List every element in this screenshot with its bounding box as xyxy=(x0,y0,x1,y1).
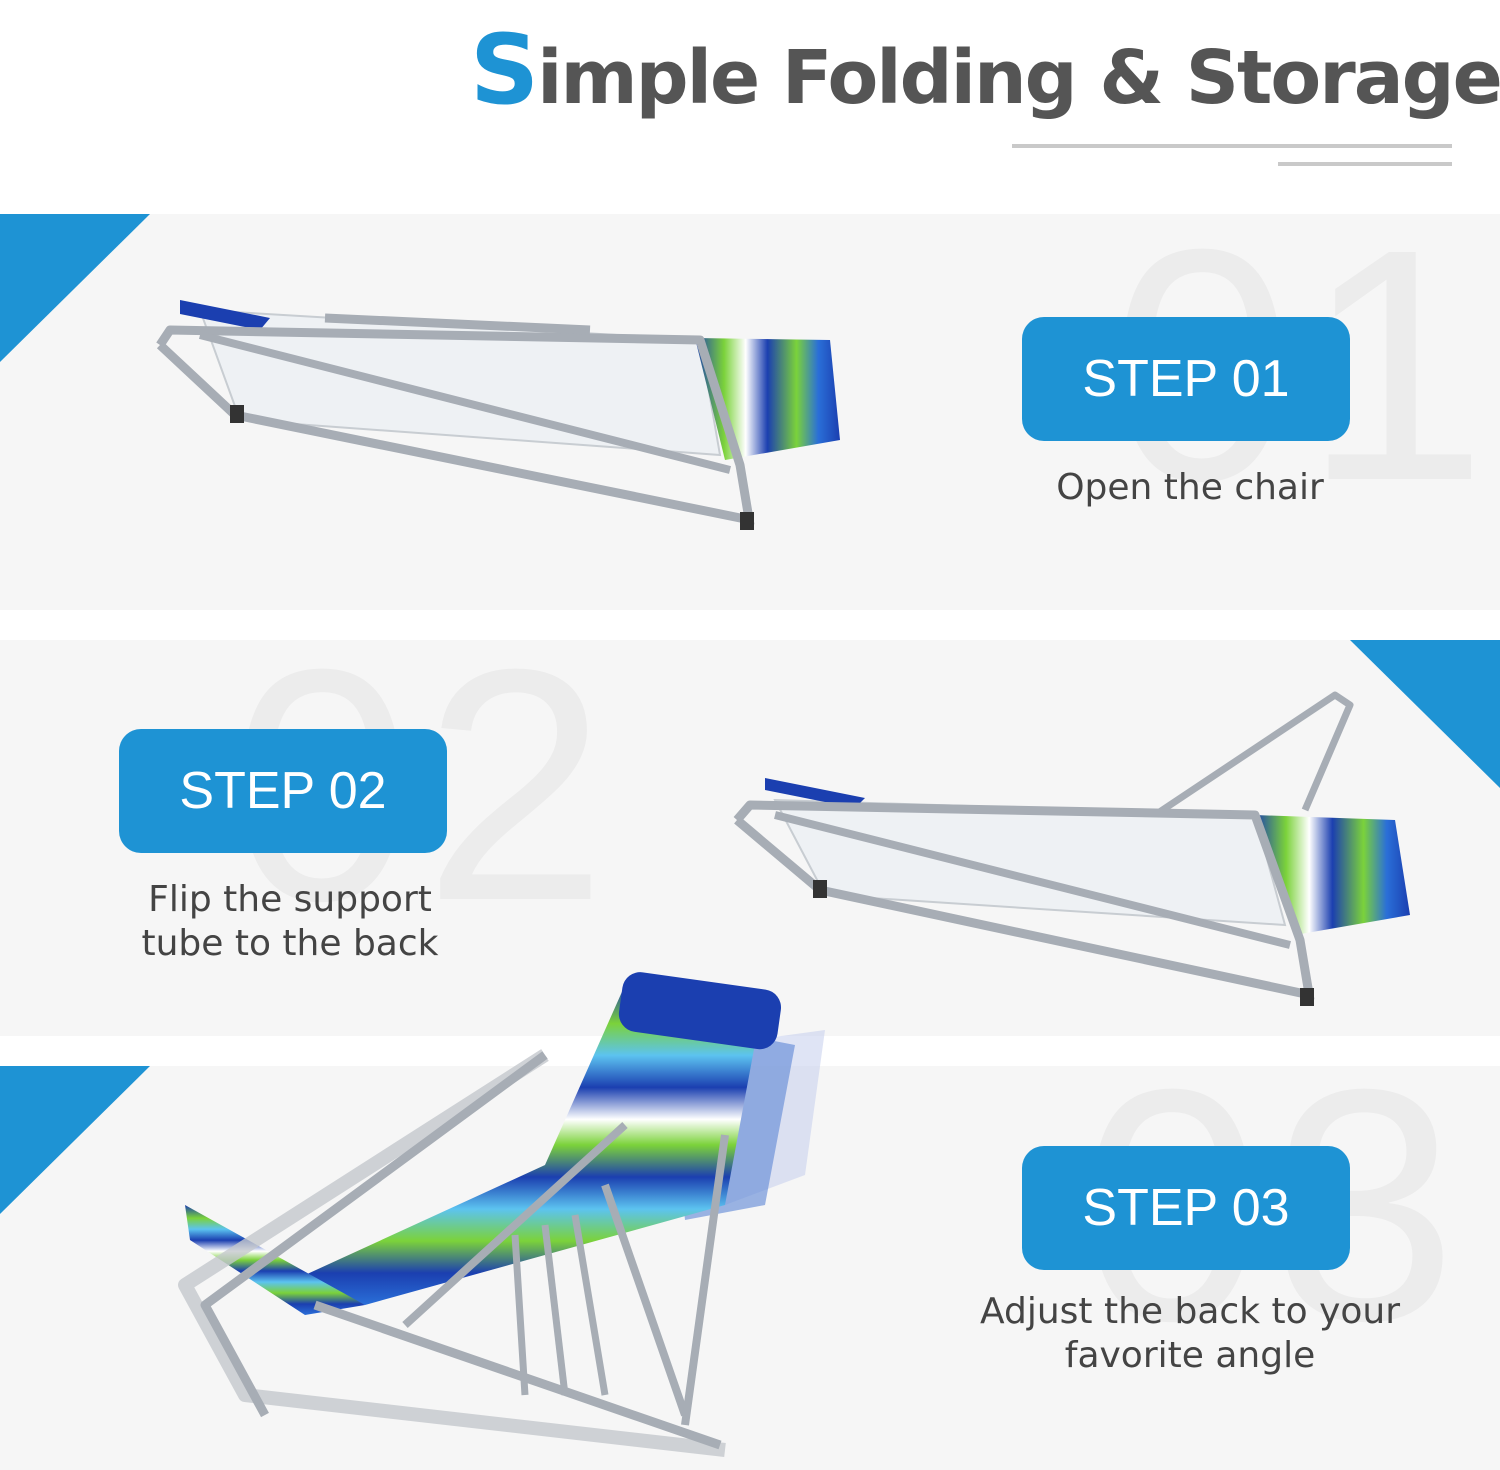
adjustable-chair-image xyxy=(178,972,825,1457)
corner-triangle-2 xyxy=(1350,640,1500,788)
title-first-letter: S xyxy=(470,14,539,126)
step-03-desc-line-2: favorite angle xyxy=(1064,1335,1316,1376)
step-01-badge: STEP 01 xyxy=(1022,317,1350,441)
step-02-desc-line-1: Flip the support xyxy=(148,879,432,920)
step-01-description: Open the chair xyxy=(990,466,1390,510)
step-03-desc-line-1: Adjust the back to your xyxy=(979,1291,1401,1332)
title-underline-short xyxy=(1278,162,1452,166)
title-underline-long xyxy=(1012,144,1452,148)
step-02-description: Flip the support tube to the back xyxy=(90,878,490,966)
folded-chair-image-1 xyxy=(156,300,840,530)
page-title: Simple Folding & Storage xyxy=(470,14,1500,126)
step-02-desc-line-2: tube to the back xyxy=(141,923,439,964)
step-02-badge: STEP 02 xyxy=(119,729,447,853)
step-03-description: Adjust the back to your favorite angle xyxy=(930,1290,1450,1378)
corner-triangle-3 xyxy=(0,1066,150,1214)
step-01-desc-line-1: Open the chair xyxy=(1056,467,1324,508)
step-03-badge: STEP 03 xyxy=(1022,1146,1350,1270)
title-rest: imple Folding & Storage xyxy=(537,35,1500,121)
corner-triangle-1 xyxy=(0,214,150,362)
folded-chair-image-2 xyxy=(733,691,1410,1006)
